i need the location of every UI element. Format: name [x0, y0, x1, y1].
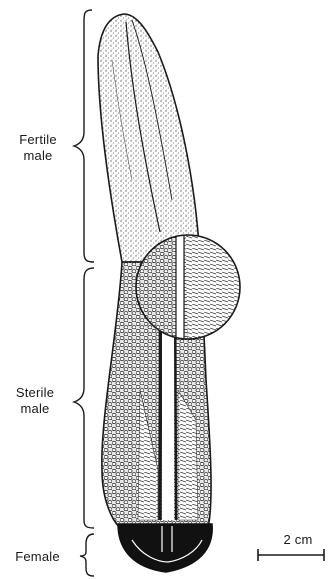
fertile-male-label-line2: male: [8, 148, 68, 164]
female-bracket: [80, 534, 94, 576]
magnified-section-lens: [136, 234, 240, 340]
fertile-bracket: [74, 10, 94, 262]
scale-bar-label: 2 cm: [270, 532, 326, 548]
sterile-male-label-line2: male: [5, 401, 65, 417]
fertile-male-label-line1: Fertile: [8, 132, 68, 148]
sterile-bracket: [74, 268, 94, 528]
female-label: Female: [10, 549, 65, 565]
fertile-male-zone: [98, 14, 200, 262]
sterile-male-label: Sterile male: [5, 385, 65, 417]
fertile-male-label: Fertile male: [8, 132, 68, 164]
sterile-male-label-line1: Sterile: [5, 385, 65, 401]
scale-bar: [258, 549, 324, 561]
female-zone: [118, 524, 212, 572]
